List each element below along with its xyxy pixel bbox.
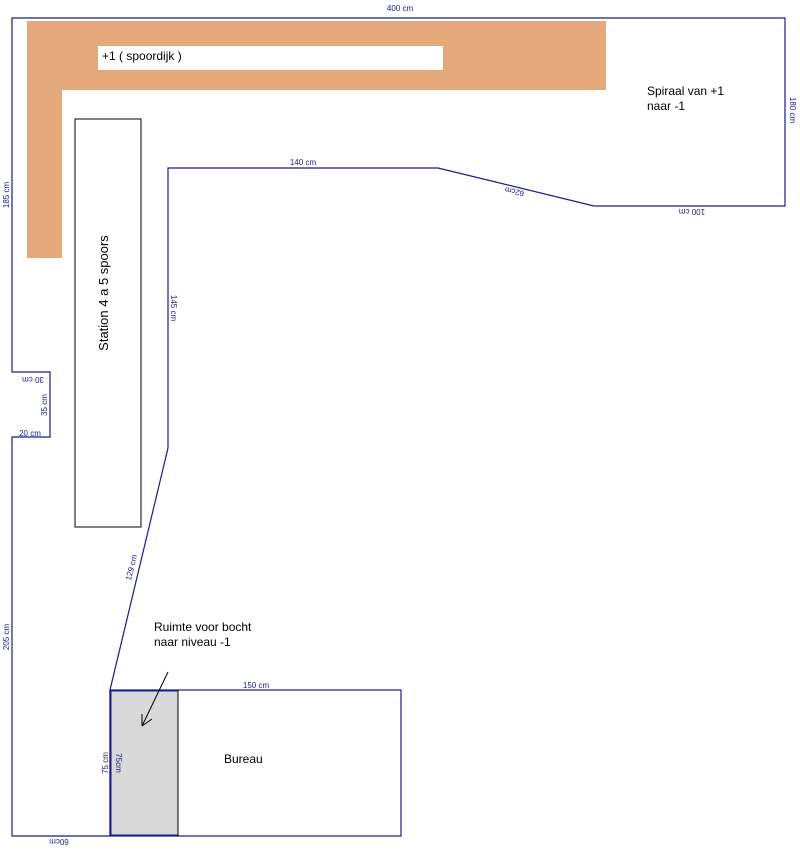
dim-left-lower: 205 cm <box>2 624 11 651</box>
dim-desk-top: 150 cm <box>243 681 270 690</box>
embankment-shape <box>27 21 606 258</box>
dim-left-upper: 185 cm <box>2 182 11 209</box>
desk-outline <box>109 689 402 837</box>
curve-space-area <box>110 690 179 836</box>
dim-right: 180 cm <box>788 97 797 124</box>
dim-notch-bottom: 20 cm <box>19 429 41 438</box>
dim-desk-side: 75 cm <box>101 752 110 774</box>
dim-bottom: 60cm <box>49 837 69 846</box>
dim-notch-top: 30 cm <box>22 375 44 384</box>
dim-right-lower: 100 cm <box>679 207 706 216</box>
desk-label: Bureau <box>224 752 263 766</box>
embankment-label-box <box>98 46 443 70</box>
station-rect <box>74 118 142 528</box>
spiral-label-line2: naar -1 <box>647 99 685 113</box>
station-label: Station 4 a 5 spoors <box>96 235 111 351</box>
curve-space-arrow <box>141 671 169 727</box>
dim-inner-vertical: 145 cm <box>169 295 178 322</box>
dim-notch-side: 35 cm <box>40 394 49 416</box>
dim-diagonal: 62cm <box>504 185 525 198</box>
curve-space-label-line1: Ruimte voor bocht <box>154 620 252 634</box>
embankment-label: +1 ( spoordijk ) <box>102 49 182 63</box>
dim-inner-top: 140 cm <box>290 158 317 167</box>
curve-space-arrowhead <box>141 714 153 727</box>
dim-top: 400 cm <box>387 4 414 13</box>
curve-space-label-line2: naar niveau -1 <box>154 635 231 649</box>
dim-desk-side-inner: 75cm <box>114 753 123 773</box>
spiral-label-line1: Spiraal van +1 <box>647 84 724 98</box>
